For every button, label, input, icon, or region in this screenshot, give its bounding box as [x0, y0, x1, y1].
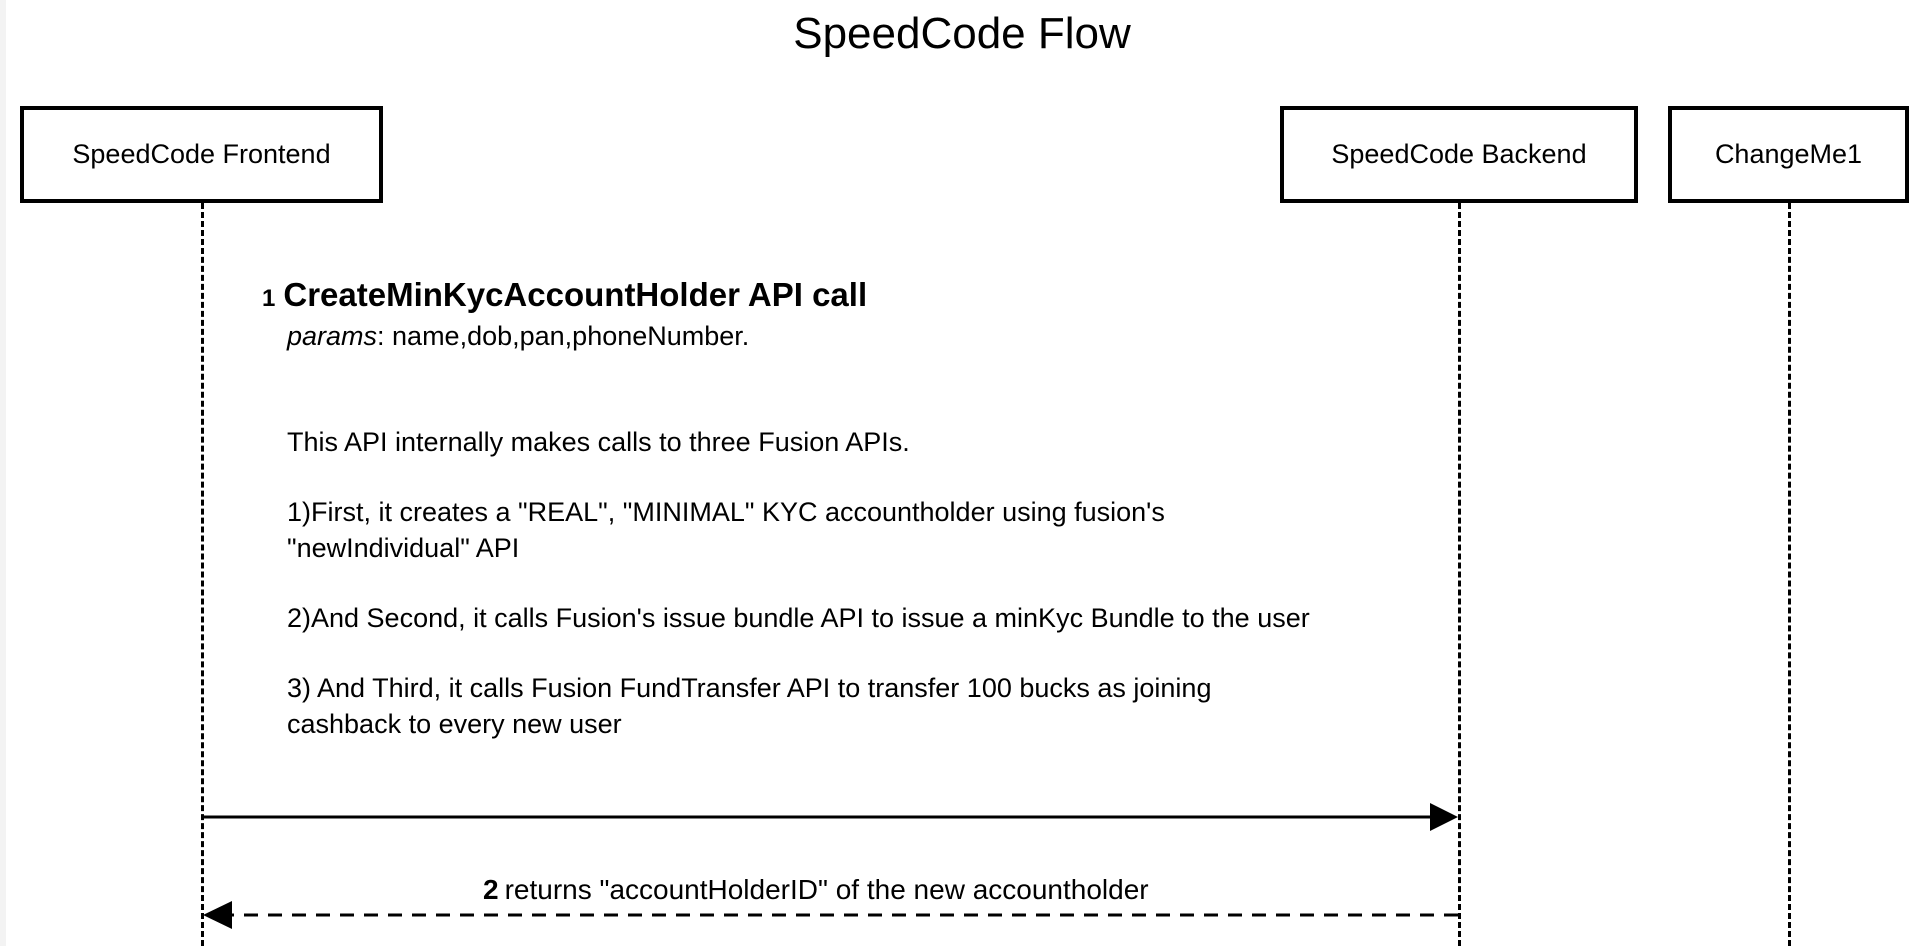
- participant-changeme1[interactable]: ChangeMe1: [1668, 106, 1909, 203]
- participant-speedcode-frontend[interactable]: SpeedCode Frontend: [20, 106, 383, 203]
- params-label: params: [287, 321, 378, 351]
- request-arrow-head: [1430, 803, 1458, 831]
- message-description-line: 1)First, it creates a "REAL", "MINIMAL" …: [287, 497, 1165, 527]
- message-description-line: cashback to every new user: [287, 709, 622, 739]
- message-description-line: This API internally makes calls to three…: [287, 427, 910, 457]
- params-value: : name,dob,pan,phoneNumber.: [377, 321, 750, 351]
- message-number: 2: [483, 874, 499, 905]
- participant-label: SpeedCode Frontend: [72, 139, 331, 169]
- participant-speedcode-backend[interactable]: SpeedCode Backend: [1280, 106, 1638, 203]
- left-edge-strip: [0, 0, 6, 946]
- message-label: returns "accountHolderID" of the new acc…: [504, 874, 1149, 905]
- message-1-header: 1 CreateMinKycAccountHolder API call: [262, 276, 1422, 314]
- response-arrow-head: [203, 901, 232, 929]
- participant-label: ChangeMe1: [1714, 139, 1863, 169]
- message-params: params: name,dob,pan,phoneNumber.: [287, 318, 749, 354]
- message-description-line: "newIndividual" API: [287, 533, 520, 563]
- lifeline-speedcode-frontend: [201, 203, 204, 946]
- participant-label: SpeedCode Backend: [1331, 139, 1587, 169]
- message-description-line: 3) And Third, it calls Fusion FundTransf…: [287, 673, 1212, 703]
- diagram-title: SpeedCode Flow: [793, 9, 1131, 58]
- lifeline-speedcode-backend: [1458, 203, 1461, 946]
- message-description-line: 2)And Second, it calls Fusion's issue bu…: [287, 603, 1310, 633]
- message-title: CreateMinKycAccountHolder API call: [283, 276, 868, 313]
- lifeline-changeme1: [1788, 203, 1791, 946]
- message-number: 1: [262, 285, 276, 312]
